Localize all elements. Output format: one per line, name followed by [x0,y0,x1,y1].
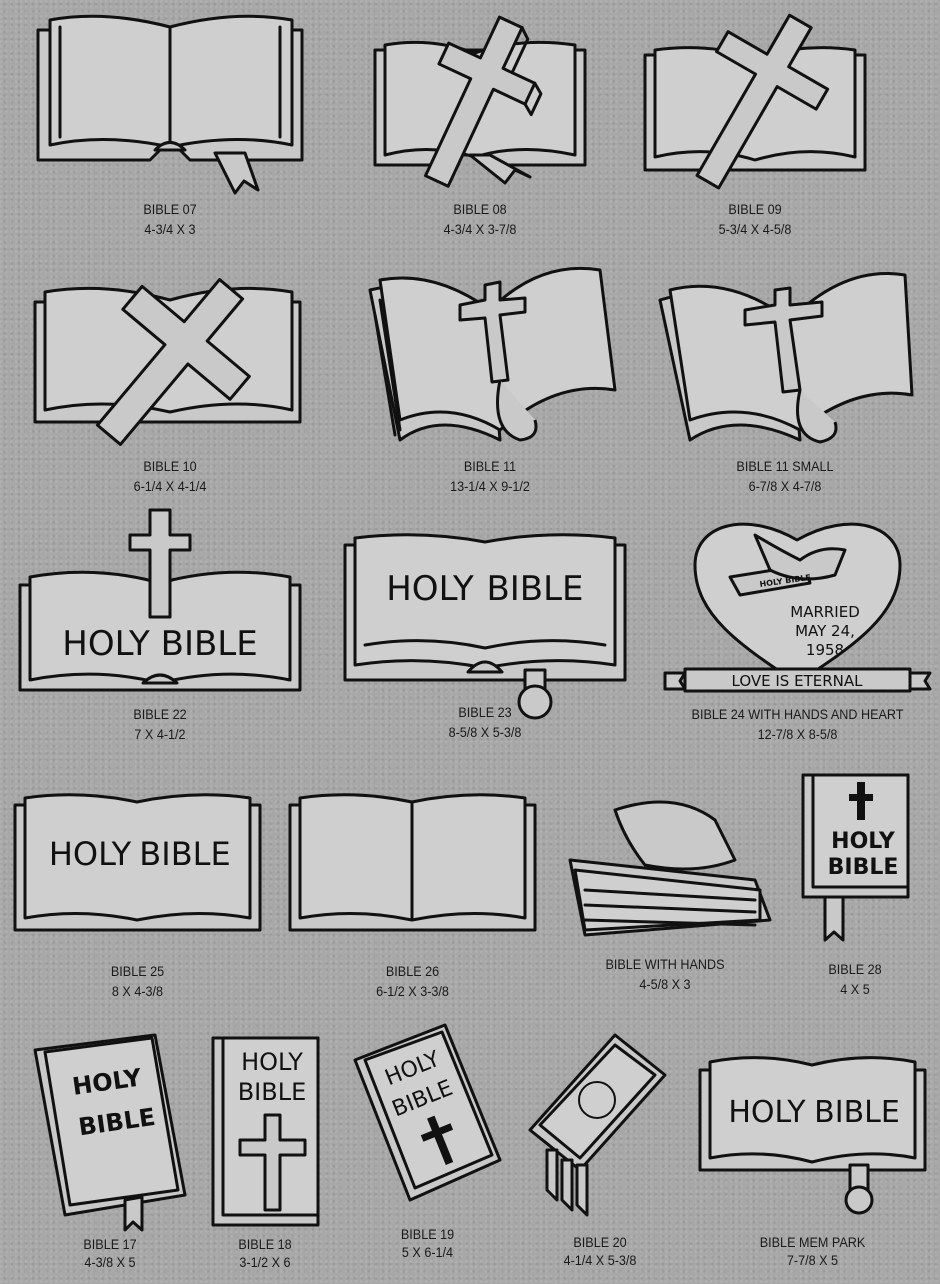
bible-26-size: 6-1/2 X 3-3/8 [376,983,449,999]
bible-23-artwork: HOLY BIBLE [343,533,627,720]
bible-23-holy: HOLY [386,569,474,609]
bible-11-small-artwork [658,271,914,444]
bible-with-hands-artwork [568,800,772,937]
bible-23-name: BIBLE 23 [458,704,512,720]
bible-11-small-name: BIBLE 11 SMALL [736,458,834,474]
bible-09-artwork [643,13,867,190]
bible-19[interactable]: HOLY BIBLE BIBLE 19 5 X 6-1/4 [350,1020,505,1280]
bible-18[interactable]: HOLY BIBLE BIBLE 18 3-1/2 X 6 [210,1035,320,1280]
bible-19-artwork: HOLY BIBLE [353,1023,502,1202]
bible-22-size: 7 X 4-1/2 [134,726,186,742]
bible-07[interactable]: BIBLE 07 4-3/4 X 3 [30,5,310,240]
bible-11-size: 13-1/4 X 9-1/2 [450,478,530,494]
bible-25-holy: HOLY [49,835,132,873]
bible-10-name: BIBLE 10 [143,458,197,474]
bible-with-hands-size: 4-5/8 X 3 [639,976,691,992]
bible-28[interactable]: HOLY BIBLE BIBLE 28 4 X 5 [795,770,915,1005]
bible-26[interactable]: BIBLE 26 6-1/2 X 3-3/8 [285,790,540,1005]
bible-17-name: BIBLE 17 [83,1236,137,1252]
bible-25-artwork: HOLY BIBLE [13,793,262,932]
bible-18-bible: BIBLE [238,1078,307,1106]
bible-22[interactable]: HOLY BIBLE BIBLE 22 7 X 4-1/2 [15,505,305,750]
bible-10-artwork [33,278,302,446]
bible-25-name: BIBLE 25 [110,963,165,979]
bible-19-name: BIBLE 19 [400,1226,455,1242]
bible-20-size: 4-1/4 X 5-3/8 [563,1252,637,1268]
bible-11-small-size: 6-7/8 X 4-7/8 [748,478,822,494]
bible-22-artwork: HOLY BIBLE [18,508,302,692]
bible-17[interactable]: HOLY BIBLE BIBLE 17 4-3/8 X 5 [30,1030,190,1280]
bible-11-artwork [368,266,617,442]
bible-18-size: 3-1/2 X 6 [239,1254,291,1270]
bible-28-size: 4 X 5 [840,981,870,997]
bible-23-bible: BIBLE [486,569,583,609]
bible-28-artwork: HOLY BIBLE [801,773,910,942]
bible-17-size: 4-3/8 X 5 [84,1254,136,1270]
bible-08-name: BIBLE 08 [453,201,507,217]
bible-28-name: BIBLE 28 [828,961,882,977]
bible-09-name: BIBLE 09 [728,201,782,217]
married-line-1: MARRIED [790,603,860,621]
bible-mem-park[interactable]: HOLY BIBLE BIBLE MEM PARK 7-7/8 X 5 [695,1050,930,1280]
married-line-3: 1958 [806,641,844,659]
bible-08-size: 4-3/4 X 3-7/8 [443,221,517,237]
bible-mem-park-name: BIBLE MEM PARK [759,1234,866,1250]
bible-11-small[interactable]: BIBLE 11 SMALL 6-7/8 X 4-7/8 [650,260,920,502]
bible-18-holy: HOLY [241,1048,303,1076]
bible-10[interactable]: BIBLE 10 6-1/4 X 4-1/4 [30,262,310,502]
bible-08[interactable]: BIBLE 08 4-3/4 X 3-7/8 [365,5,595,240]
bible-10-size: 6-1/4 X 4-1/4 [133,478,207,494]
bible-11-name: BIBLE 11 [463,458,517,474]
bible-07-size: 4-3/4 X 3 [144,221,196,237]
bible-19-size: 5 X 6-1/4 [401,1244,454,1260]
bible-26-artwork [288,793,537,932]
bible-22-lettering: HOLY BIBLE [62,624,257,664]
bible-mem-park-bible: BIBLE [814,1095,900,1130]
banner-text: LOVE IS ETERNAL [732,672,864,690]
bible-24-size: 12-7/8 X 8-5/8 [757,726,838,742]
bible-24-with-hands-and-heart[interactable]: HOLY BIBLE MARRIED MAY 24, 1958 LOVE IS … [660,505,935,750]
bible-23-size: 8-5/8 X 5-3/8 [448,724,522,740]
bible-mem-park-size: 7-7/8 X 5 [786,1252,839,1268]
bible-20-artwork [528,1033,667,1217]
bible-24-artwork: HOLY BIBLE MARRIED MAY 24, 1958 LOVE IS … [663,522,932,693]
bible-with-hands-name: BIBLE WITH HANDS [605,956,725,972]
bible-07-artwork [36,14,304,195]
bible-28-holy: HOLY [831,829,896,854]
bible-11[interactable]: BIBLE 11 13-1/4 X 9-1/2 [360,260,620,502]
bible-18-name: BIBLE 18 [238,1236,292,1252]
married-line-2: MAY 24, [795,622,855,640]
bible-mem-park-holy: HOLY [728,1095,806,1130]
bible-20[interactable]: BIBLE 20 4-1/4 X 5-3/8 [525,1030,675,1280]
bible-23[interactable]: HOLY BIBLE BIBLE 23 8-5/8 X 5-3/8 [340,530,630,750]
bible-26-name: BIBLE 26 [385,963,440,979]
bible-20-name: BIBLE 20 [573,1234,627,1250]
bible-18-artwork: HOLY BIBLE [211,1036,320,1227]
bible-24-name: BIBLE 24 WITH HANDS AND HEART [691,706,904,722]
bible-28-bible: BIBLE [828,855,899,880]
bible-08-artwork [373,15,587,188]
bible-09-size: 5-3/4 X 4-5/8 [718,221,792,237]
bible-25-size: 8 X 4-3/8 [111,983,164,999]
bible-07-name: BIBLE 07 [143,201,197,217]
bible-with-hands[interactable]: BIBLE WITH HANDS 4-5/8 X 3 [555,780,775,1005]
bible-mem-park-artwork: HOLY BIBLE [698,1056,927,1215]
bible-17-artwork: HOLY BIBLE [33,1033,187,1232]
bible-09[interactable]: BIBLE 09 5-3/4 X 4-5/8 [640,5,870,240]
bible-22-name: BIBLE 22 [133,706,187,722]
bible-25[interactable]: HOLY BIBLE BIBLE 25 8 X 4-3/8 [10,790,265,1005]
bible-25-bible: BIBLE [139,835,230,873]
